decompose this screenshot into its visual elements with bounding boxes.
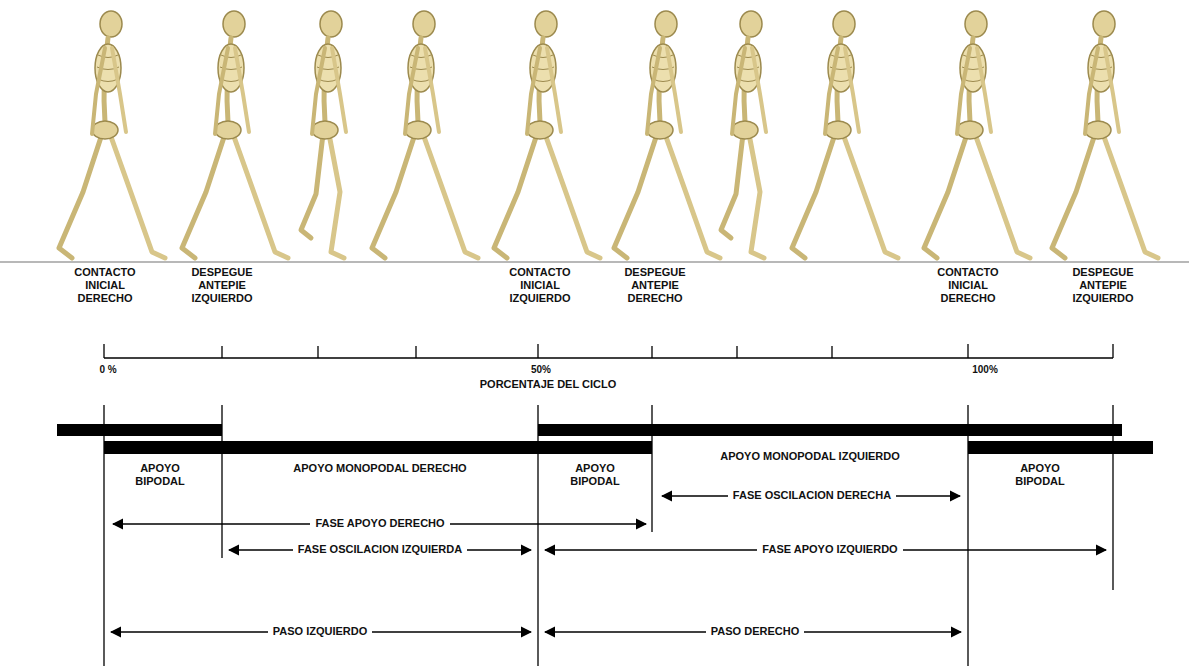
divider-line [967,405,968,666]
skeleton [59,11,165,258]
event-label: DESPEGUE ANTEPIE IZQUIERDO [191,266,252,306]
event-label: CONTACTO INICIAL DERECHO [74,266,135,306]
percent-label: 50% [531,364,551,376]
support-label: APOYO BIPODAL [135,462,185,488]
skeleton [721,11,766,258]
axis-tick [221,346,222,358]
skeleton-row [59,11,1158,258]
support-label: APOYO MONOPODAL DERECHO [293,462,466,475]
skeleton [924,11,1030,258]
divider-line [1112,405,1113,590]
axis-title: PORCENTAJE DEL CICLO [480,378,617,391]
event-label: CONTACTO INICIAL IZQUIERDO [509,266,570,306]
divider-line [103,405,104,666]
support-label: APOYO BIPODAL [1015,462,1065,488]
event-label: DESPEGUE ANTEPIE IZQUIERDO [1072,266,1133,306]
skeleton [1052,11,1158,258]
percent-label: 100% [972,364,998,376]
left-foot-bar [57,424,222,436]
skeleton [301,11,346,258]
skeleton [182,11,288,258]
skeleton [792,11,898,258]
phase-label: FASE APOYO DERECHO [310,517,449,530]
right-foot-bar [968,441,1153,454]
axis-tick [736,346,737,358]
axis-tick [537,344,538,358]
skeleton [614,11,720,258]
cycle-axis [104,344,1113,358]
phase-label: FASE OSCILACION DERECHA [728,489,896,502]
axis-tick [103,344,104,358]
axis-tick [967,344,968,358]
step-label: PASO IZQUIERDO [268,625,373,638]
event-label: CONTACTO INICIAL DERECHO [937,266,998,306]
phase-label: FASE OSCILACION IZQUIERDA [293,543,467,556]
axis-tick [415,346,416,358]
divider-line [221,405,222,558]
divider-line [651,405,652,532]
ground-line [0,261,1189,263]
event-label: DESPEGUE ANTEPIE DERECHO [624,266,685,306]
percent-label: 0 % [99,364,116,376]
axis-tick [1112,344,1113,358]
axis-line [104,357,1113,358]
right-foot-bar [104,441,652,454]
divider-line [537,405,538,666]
phase-arrows [111,496,1106,632]
step-label: PASO DERECHO [706,625,804,638]
left-foot-bar [538,424,1122,436]
axis-tick [831,346,832,358]
support-label: APOYO BIPODAL [570,462,620,488]
skeleton [372,11,478,258]
axis-tick [651,346,652,358]
support-label: APOYO MONOPODAL IZQUIERDO [720,450,899,463]
axis-tick [317,346,318,358]
phase-label: FASE APOYO IZQUIERDO [757,543,902,556]
skeleton [494,11,600,258]
phase-dividers [104,405,1113,666]
